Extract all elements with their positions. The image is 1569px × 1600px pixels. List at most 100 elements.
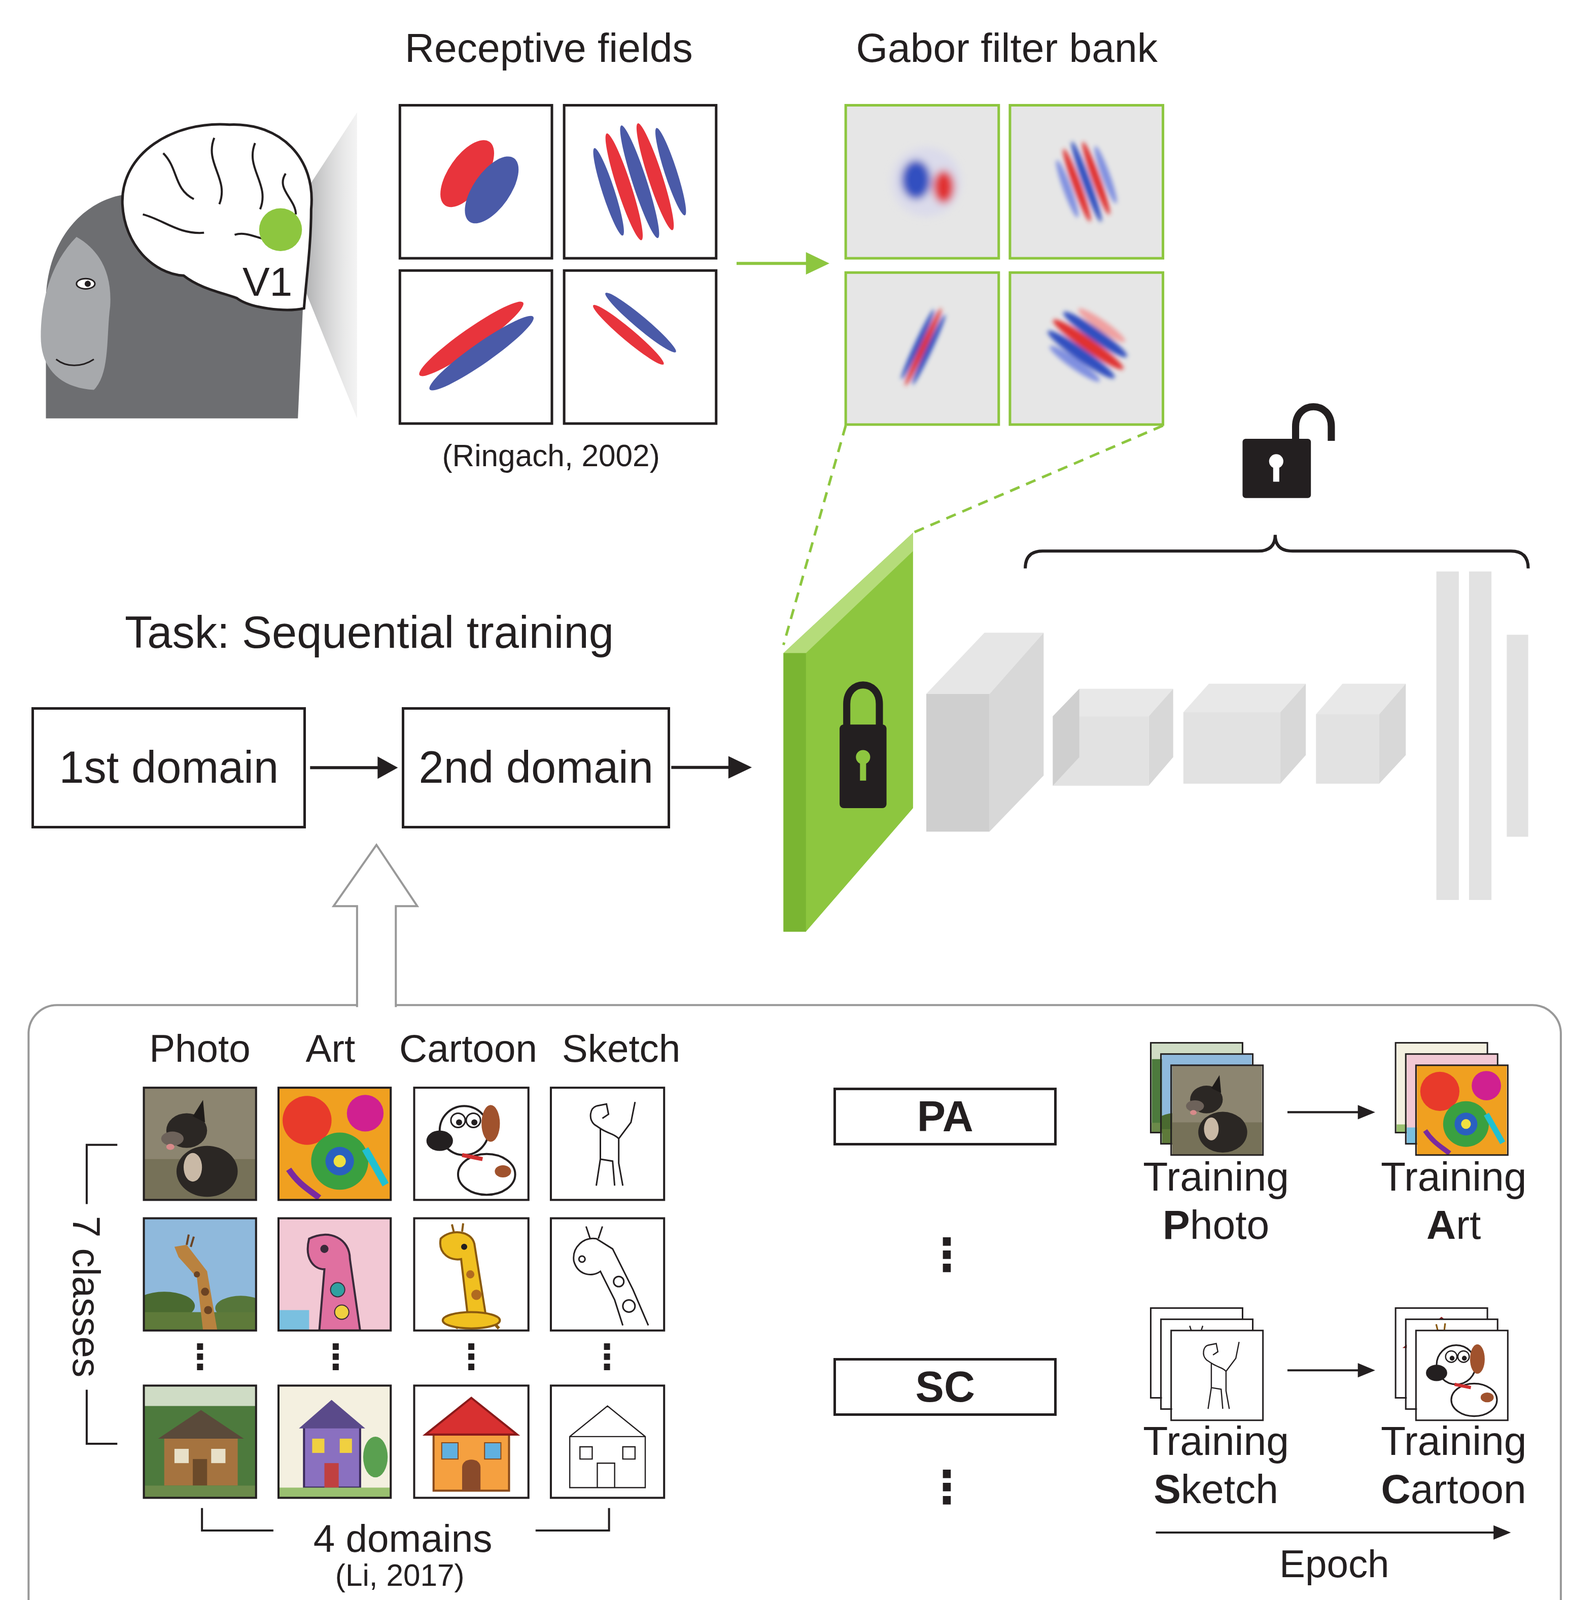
cnn-network-part [1379,683,1406,784]
image-grid-part-part [413,1218,529,1331]
stack-label: Training Sketch [1129,1416,1303,1514]
axis-label: 7 classes [64,1215,110,1378]
cnn-network-part [1025,534,1528,569]
ellipsis: ⋮ [318,1336,354,1377]
cnn-network-part [1280,683,1306,784]
domain-box: 2nd domain [401,707,671,829]
closed-lock [839,684,887,809]
training-stacks [1150,1042,1511,1540]
receptive-fields [399,105,716,424]
training-stacks-part [1415,1065,1508,1156]
monkey-figure-part [76,278,95,289]
gabor-filters-part-part-part [902,306,945,388]
task-title: Task: Sequential training [124,606,614,659]
image-grid-part [144,1087,665,1498]
open-lock [1242,406,1332,499]
ellipsis: ⋮ [454,1336,489,1377]
gabor-filters-part-part-part [901,160,931,199]
monkey-figure-part [259,208,302,252]
dataset-panel-part [28,1004,1561,1600]
gabor-filters-part-part [896,304,950,390]
order-box: SC [833,1357,1057,1417]
gabor-filters-part [1009,105,1164,259]
image-grid-part-part [278,1087,391,1200]
image-grid-part [278,1087,391,1200]
ellipsis: ⋮ [924,1229,969,1281]
image-grid-part [551,1385,664,1498]
cnn-network-part [783,532,913,653]
dataset-panel [28,844,1561,1600]
stack-label: Training Art [1367,1152,1541,1249]
green-arrow-part [736,261,812,265]
training-stacks-part [1357,1363,1376,1378]
domain-box: 1st domain [31,707,306,829]
image-grid-part [278,1218,391,1331]
gabor-filters-part-part [891,147,962,217]
gabor-filters-part [845,105,999,259]
cnn-network-part [783,652,806,932]
cnn-network-part [989,632,1044,832]
green-arrow [736,252,830,275]
image-grid [86,1087,665,1531]
monkey-figure-part [84,280,91,287]
image-grid-part-part [144,1385,257,1498]
training-stacks-part [1171,1065,1264,1156]
citation: (Ringach, 2002) [441,438,660,474]
ellipsis: ⋮ [924,1461,969,1514]
training-stacks-part [1172,1065,1263,1156]
image-grid-part-part [144,1218,257,1331]
open-lock-part [1242,438,1311,499]
image-grid-part [551,1218,664,1331]
image-grid-part [414,1385,528,1498]
training-stacks-part [1357,1104,1376,1120]
receptive-fields-part [399,270,552,424]
cnn-network-part [728,756,752,779]
training-stacks-part [1493,1525,1511,1540]
receptive-fields-part [399,105,552,259]
receptive-fields-part [584,113,695,251]
training-stacks-part [1416,1330,1507,1421]
cnn-network-part [926,693,990,832]
receptive-fields-part [589,300,668,370]
gabor-filters-part [891,147,962,217]
training-stacks-part [1172,1330,1263,1421]
image-grid-part-part [550,1385,665,1498]
gabor-filters-part-part [1049,132,1125,231]
image-grid-part [144,1087,257,1200]
axis-label: 4 domains [313,1516,493,1561]
open-lock-part [1295,406,1332,441]
image-grid-part [144,1385,257,1498]
panel-title: Gabor filter bank [855,24,1158,72]
area-label: V1 [242,258,293,306]
dataset-panel-part [333,844,418,1007]
image-grid-part-part [550,1218,665,1331]
gabor-filters-part [845,105,999,259]
receptive-fields-part [564,105,717,259]
image-grid-part-part [413,1087,529,1200]
ellipsis: ⋮ [182,1336,218,1377]
box-text: 2nd domain [419,745,654,790]
flow-arrow [309,756,398,779]
training-stacks-part [1415,1330,1508,1421]
cnn-network-part [1315,714,1380,784]
gabor-filters-part [1009,272,1164,425]
gabor-filters-part-part-part [1091,144,1120,205]
column-header: Art [305,1026,356,1071]
gabor-filters-part [845,272,999,425]
column-header: Sketch [562,1026,681,1071]
cnn-network-part [1148,688,1173,786]
column-header: Cartoon [399,1026,538,1071]
image-grid-part [551,1087,664,1200]
training-stacks-part [1171,1330,1264,1421]
axis-label: Epoch [1279,1541,1390,1587]
gabor-filters-part [896,304,950,390]
box-text: SC [915,1365,975,1409]
image-grid-part-part [278,1218,391,1331]
monkey-figure-part [40,236,111,391]
panel-title: Receptive fields [404,24,693,72]
receptive-fields-part [454,147,530,233]
box-text: PA [917,1095,974,1138]
ellipsis: ⋮ [589,1336,625,1377]
gabor-filters-part-part-part [909,312,949,387]
